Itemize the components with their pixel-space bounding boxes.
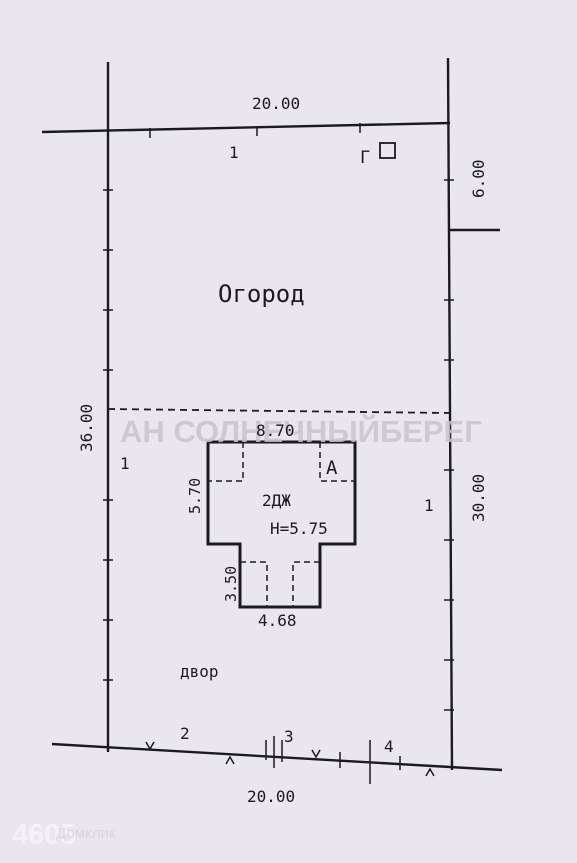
house-inner-dashes — [208, 442, 355, 607]
dim-left-total: 36.00 — [77, 404, 96, 452]
boundary-number-2: 2 — [180, 724, 190, 743]
corner-brand: Домклик — [56, 825, 116, 842]
right-boundary — [446, 57, 454, 771]
dim-right-top: 6.00 — [469, 159, 488, 198]
bottom-arrow-3 — [311, 749, 321, 759]
dim-porch-width: 4.68 — [258, 611, 297, 630]
dim-porch-depth: 3.50 — [222, 566, 240, 602]
boundary-number-4: 4 — [384, 737, 394, 756]
top-boundary — [41, 121, 451, 134]
dim-house-depth: 5.70 — [186, 478, 204, 514]
top-ticks — [149, 123, 361, 138]
building-letter: А — [326, 457, 338, 479]
dim-right-bottom: 30.00 — [469, 474, 488, 522]
boundary-number-left: 1 — [120, 454, 130, 473]
boundary-number-top: 1 — [229, 143, 239, 162]
outbuilding-label: Г — [360, 148, 370, 168]
house-outline — [206, 440, 357, 609]
dim-house-width: 8.70 — [256, 421, 295, 440]
zone-divider — [107, 408, 450, 414]
plot-boundary — [41, 57, 503, 772]
bottom-arrow-2 — [225, 755, 235, 765]
building-height: H=5.75 — [270, 519, 328, 538]
side-ticks — [103, 179, 454, 711]
corner-number: 4605 — [12, 819, 77, 851]
bottom-arrow-1 — [145, 741, 155, 751]
garden-label: Огород — [218, 280, 305, 308]
boundary-number-3: 3 — [284, 727, 294, 746]
outbuilding-square — [379, 142, 396, 159]
bottom-boundary — [51, 742, 503, 772]
boundary-number-right: 1 — [424, 496, 434, 515]
building-code: 2ДЖ — [262, 491, 291, 510]
dim-bottom-width: 20.00 — [247, 787, 295, 806]
bottom-markers — [145, 736, 435, 784]
bottom-arrow-4 — [425, 767, 435, 777]
yard-label: двор — [180, 662, 219, 681]
watermark: АН СОЛНЕЧНЫЙБЕРЕГ — [120, 413, 482, 449]
dim-top-width: 20.00 — [252, 94, 300, 113]
